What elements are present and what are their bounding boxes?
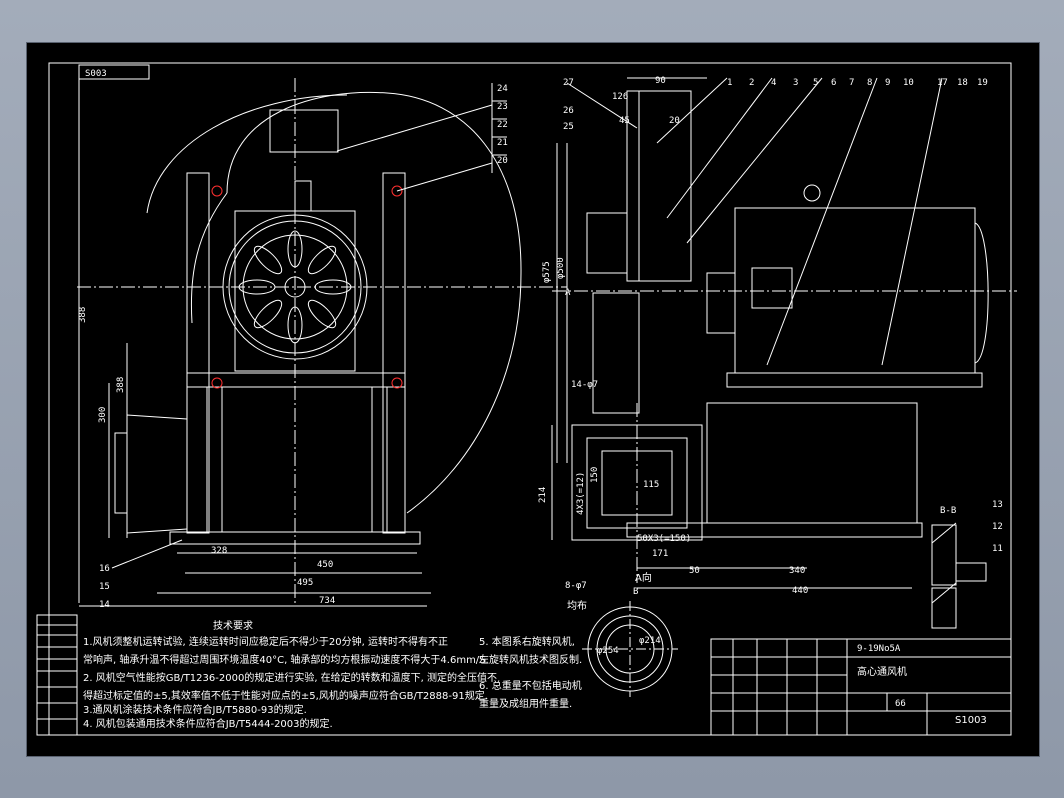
title-scale: 66 — [895, 699, 906, 709]
balloon-14: 14 — [99, 600, 110, 610]
svg-text:7: 7 — [849, 78, 854, 88]
svg-text:4: 4 — [771, 78, 776, 88]
svg-text:φ214: φ214 — [639, 636, 661, 646]
balloon-15: 15 — [99, 582, 110, 592]
balloon-24: 24 — [497, 84, 508, 94]
svg-text:10: 10 — [903, 78, 914, 88]
dim-388a: 388 — [78, 307, 88, 323]
svg-text:50: 50 — [689, 566, 700, 576]
svg-text:φ254: φ254 — [597, 646, 619, 656]
side-view — [551, 77, 1017, 589]
dim-495: 495 — [297, 578, 313, 588]
svg-text:1.风机须整机运转试验, 连续运转时间应稳定后不得少于20分: 1.风机须整机运转试验, 连续运转时间应稳定后不得少于20分钟, 运转时不得有不… — [83, 635, 448, 648]
svg-text:8-φ7: 8-φ7 — [565, 581, 587, 591]
drawing-number: S1003 — [955, 715, 987, 726]
svg-text:214: 214 — [538, 487, 548, 503]
inlet-duct — [126, 414, 188, 534]
svg-text:13: 13 — [992, 500, 1003, 510]
svg-text:得超过标定值的±5,其效率值不低于性能对应点的±5,风机的噪: 得超过标定值的±5,其效率值不低于性能对应点的±5,风机的噪声应符合GB/T28… — [83, 689, 488, 702]
svg-text:2: 2 — [749, 78, 754, 88]
svg-text:常响声, 轴承升温不得超过周围环境温度40°C, 轴承部的均: 常响声, 轴承升温不得超过周围环境温度40°C, 轴承部的均方根振动速度不得大于… — [83, 653, 489, 666]
svg-text:12: 12 — [992, 522, 1003, 532]
svg-text:17: 17 — [937, 78, 948, 88]
svg-text:45: 45 — [619, 116, 630, 126]
svg-text:25: 25 — [563, 122, 574, 132]
dims-right: 90 126 45 20 φ575 φ500 340 440 50 50X3(=… — [538, 76, 808, 596]
svg-text:19: 19 — [977, 78, 988, 88]
svg-text:3.通风机涂装技术条件应符合JB/T5880-93的规定.: 3.通风机涂装技术条件应符合JB/T5880-93的规定. — [83, 703, 307, 716]
balloon-22: 22 — [497, 120, 508, 130]
svg-text:8: 8 — [867, 78, 872, 88]
balloon-16: 16 — [99, 564, 110, 574]
stamp-text: S003 — [85, 69, 107, 79]
nameplate — [269, 109, 339, 153]
base-plate-right — [626, 522, 923, 538]
dim-300: 300 — [98, 407, 108, 423]
svg-text:27: 27 — [563, 78, 574, 88]
svg-text:4. 风机包装通用技术条件应符合JB/T5444-2003的: 4. 风机包装通用技术条件应符合JB/T5444-2003的规定. — [83, 717, 333, 730]
svg-text:6. 总重量不包括电动机: 6. 总重量不包括电动机 — [479, 679, 582, 692]
balloon-21: 21 — [497, 138, 508, 148]
svg-text:φ500: φ500 — [556, 257, 566, 279]
svg-text:4X3(=12): 4X3(=12) — [576, 472, 586, 515]
revision-strip — [36, 614, 78, 736]
balloon-column-left — [491, 83, 507, 173]
flange-view: 8-φ7 均布 B φ254 φ214 — [565, 581, 678, 697]
svg-text:1: 1 — [727, 78, 732, 88]
volute-outline — [226, 91, 522, 514]
svg-text:2. 风机空气性能按GB/T1236-2000的规定进行实验: 2. 风机空气性能按GB/T1236-2000的规定进行实验, 在给定的转数和温… — [83, 671, 497, 684]
balloon-20: 20 — [497, 156, 508, 166]
svg-text:20: 20 — [669, 116, 680, 126]
svg-text:6: 6 — [831, 78, 836, 88]
bolts — [211, 185, 403, 389]
motor-slots — [238, 230, 352, 344]
svg-text:18: 18 — [957, 78, 968, 88]
dim-450: 450 — [317, 560, 333, 570]
svg-text:340: 340 — [789, 566, 805, 576]
frame-leg-right — [382, 172, 406, 534]
dim-734: 734 — [319, 596, 335, 606]
title-model: 9-19No5A — [857, 644, 901, 654]
tech-requirements: 技术要求 1.风机须整机运转试验, 连续运转时间应稳定后不得少于20分钟, 运转… — [83, 619, 582, 730]
svg-text:50X3(=150): 50X3(=150) — [637, 534, 691, 544]
svg-text:26: 26 — [563, 106, 574, 116]
svg-text:126: 126 — [612, 92, 628, 102]
svg-text:A向: A向 — [635, 571, 652, 584]
svg-text:φ575: φ575 — [542, 261, 552, 283]
svg-text:440: 440 — [792, 586, 808, 596]
dim-388b: 388 — [116, 377, 126, 393]
svg-text:A: A — [565, 288, 571, 298]
svg-text:11: 11 — [992, 544, 1003, 554]
svg-text:B-B: B-B — [940, 506, 956, 516]
svg-text:3: 3 — [793, 78, 798, 88]
dim-328: 328 — [211, 546, 227, 556]
svg-text:重量及成组用件重量.: 重量及成组用件重量. — [479, 697, 572, 710]
drawing-canvas: S003 24 23 22 21 20 16 15 14 328 450 495… — [36, 62, 1017, 736]
svg-text:B: B — [633, 587, 638, 597]
front-view — [77, 65, 567, 607]
svg-text:150: 150 — [590, 467, 600, 483]
svg-text:14-φ7: 14-φ7 — [571, 380, 598, 390]
svg-text:171: 171 — [652, 549, 668, 559]
svg-text:90: 90 — [655, 76, 666, 86]
svg-text:左旋转风机技术图反制.: 左旋转风机技术图反制. — [479, 653, 582, 666]
title-block: 9-19No5A 高心通风机 66 S1003 — [710, 638, 1012, 736]
balloon-23: 23 — [497, 102, 508, 112]
drawing-border — [48, 62, 1012, 736]
title-name: 高心通风机 — [857, 665, 907, 678]
cad-viewport: S003 24 23 22 21 20 16 15 14 328 450 495… — [26, 42, 1040, 757]
frame-leg-left — [186, 172, 210, 534]
tech-heading: 技术要求 — [213, 619, 253, 632]
svg-text:9: 9 — [885, 78, 890, 88]
svg-text:5. 本图系右旋转风机,: 5. 本图系右旋转风机, — [479, 635, 575, 648]
svg-text:5: 5 — [813, 78, 818, 88]
section-bb: B-B — [931, 506, 987, 629]
svg-text:均布: 均布 — [567, 600, 587, 612]
svg-text:115: 115 — [643, 480, 659, 490]
balloons-right: 1 2 4 3 5 6 7 8 9 10 17 18 19 27 26 25 1… — [563, 78, 1003, 554]
stamp-box — [78, 64, 150, 80]
